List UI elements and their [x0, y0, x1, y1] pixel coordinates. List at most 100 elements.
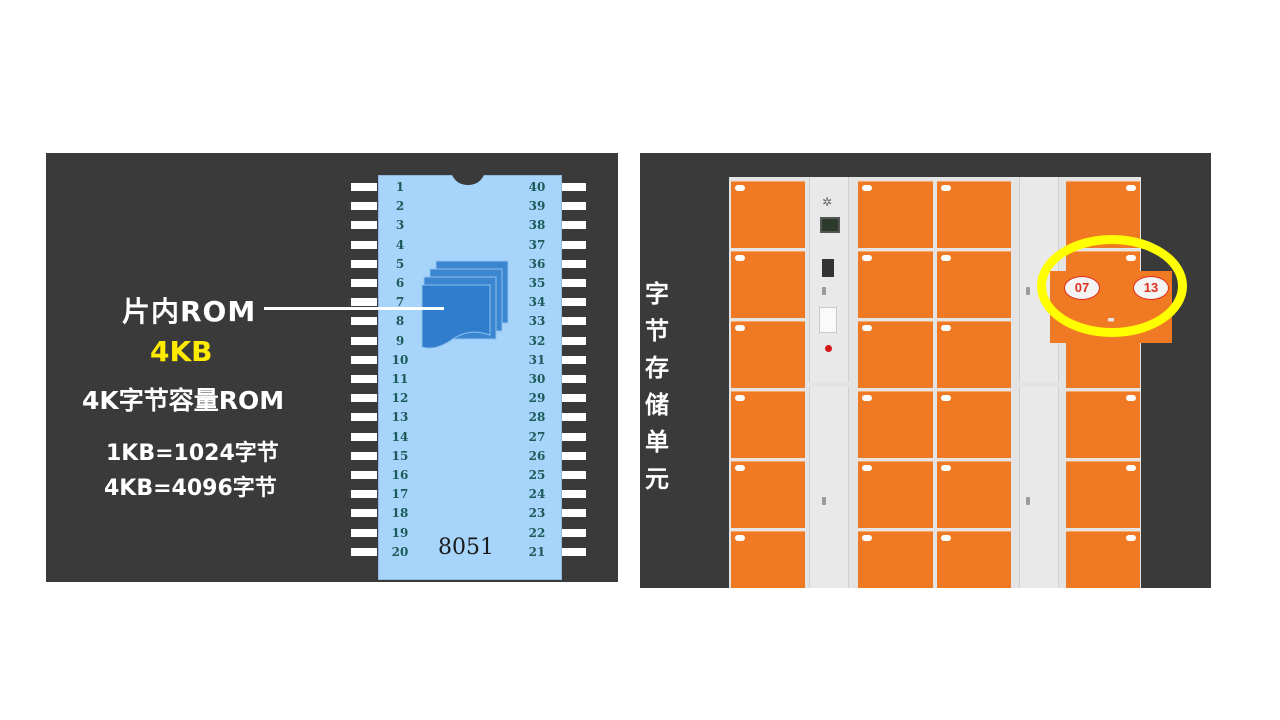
pin-number: 3: [388, 218, 412, 232]
chip-pin: [351, 548, 377, 556]
chip-pin: [351, 298, 377, 306]
chip-pin: [560, 548, 586, 556]
rom-memory-icon: [418, 257, 512, 353]
door-number-badge: [735, 395, 745, 401]
chip-pin: [351, 260, 377, 268]
chip-pin: [351, 509, 377, 517]
chip-pin: [351, 375, 377, 383]
door-number-badge: [862, 255, 872, 261]
chip-pin: [351, 241, 377, 249]
chip-pin: [351, 490, 377, 498]
control-panel-lower: [809, 387, 849, 588]
pin-number: 14: [388, 430, 412, 444]
chip-pin: [351, 279, 377, 287]
chip-pin: [560, 183, 586, 191]
pin-number: 25: [524, 468, 550, 482]
pin-number: 32: [524, 334, 550, 348]
locker-door: [1066, 461, 1140, 528]
pin-number: 35: [524, 276, 550, 290]
pin-number: 31: [524, 353, 550, 367]
chip-pin: [560, 202, 586, 210]
locker-photo-panel: ✲ 07 13 字节存储单元: [640, 153, 1211, 588]
pin-number: 27: [524, 430, 550, 444]
chip-pin: [351, 529, 377, 537]
conversion-1kb: 1KB=1024字节: [106, 435, 279, 467]
pin-number: 17: [388, 487, 412, 501]
locker-door: [858, 251, 933, 318]
pin-number: 34: [524, 295, 550, 309]
door-number-badge: [941, 325, 951, 331]
pin-number: 11: [388, 372, 412, 386]
chip-pin: [351, 202, 377, 210]
pin-number: 40: [524, 180, 550, 194]
pin-number: 39: [524, 199, 550, 213]
chip-pin: [560, 337, 586, 345]
door-number-badge: [941, 395, 951, 401]
chip-pin: [560, 241, 586, 249]
chip-pin: [351, 221, 377, 229]
status-light-icon: [825, 345, 832, 352]
chip-pin: [560, 490, 586, 498]
pin-number: 12: [388, 391, 412, 405]
rom-pointer-line: [264, 307, 444, 310]
chip-pin: [351, 356, 377, 364]
pin-number: 36: [524, 257, 550, 271]
pin-number: 18: [388, 506, 412, 520]
locker-door: [937, 181, 1011, 248]
pin-number: 33: [524, 314, 550, 328]
chip-model-label: 8051: [438, 535, 494, 560]
locker-door: [858, 321, 933, 388]
card-reader: [819, 307, 837, 333]
door-number-badge: [862, 395, 872, 401]
chip-pin: [560, 279, 586, 287]
chip-pin: [560, 529, 586, 537]
pin-number: 24: [524, 487, 550, 501]
locker-door: [1066, 531, 1140, 588]
locker-door: [937, 251, 1011, 318]
locker-door: [858, 391, 933, 458]
pin-number: 22: [524, 526, 550, 540]
door-number-badge: [941, 465, 951, 471]
conversion-4kb: 4KB=4096字节: [104, 470, 277, 502]
locker-door: [731, 181, 805, 248]
door-number-badge: [735, 465, 745, 471]
pin-number: 37: [524, 238, 550, 252]
door-number-badge: [941, 185, 951, 191]
chip-pin: [351, 183, 377, 191]
chip-pin: [351, 433, 377, 441]
pin-number: 20: [388, 545, 412, 559]
chip-pin: [560, 509, 586, 517]
pin-number: 2: [388, 199, 412, 213]
pin-number: 19: [388, 526, 412, 540]
rom-capacity-description: 4K字节容量ROM: [82, 381, 284, 417]
locker-door: [937, 461, 1011, 528]
locker-door: [731, 531, 805, 588]
pin-number: 38: [524, 218, 550, 232]
locker-door: [858, 531, 933, 588]
door-number-badge: [735, 325, 745, 331]
chip-pin: [560, 413, 586, 421]
door-number-badge: [735, 185, 745, 191]
pin-number: 8: [388, 314, 412, 328]
lock-icon: [822, 287, 826, 295]
pin-number: 21: [524, 545, 550, 559]
light-sensor-icon: ✲: [822, 195, 832, 209]
door-number-badge: [941, 535, 951, 541]
locker-door: [937, 531, 1011, 588]
door-number-badge: [941, 255, 951, 261]
pin-number: 15: [388, 449, 412, 463]
byte-storage-unit-label: 字节存储单元: [643, 276, 671, 498]
display-screen: [820, 217, 840, 233]
locker-door: [731, 251, 805, 318]
chip-pin: [560, 221, 586, 229]
chip-pin: [351, 317, 377, 325]
lock-icon: [1026, 287, 1030, 295]
rom-size-label: 4KB: [150, 335, 213, 368]
chip-pin: [351, 413, 377, 421]
pin-number: 28: [524, 410, 550, 424]
locker-door: [858, 181, 933, 248]
pin-number: 29: [524, 391, 550, 405]
chip-pin: [560, 375, 586, 383]
chip-pin: [351, 452, 377, 460]
door-number-badge: [1126, 185, 1136, 191]
